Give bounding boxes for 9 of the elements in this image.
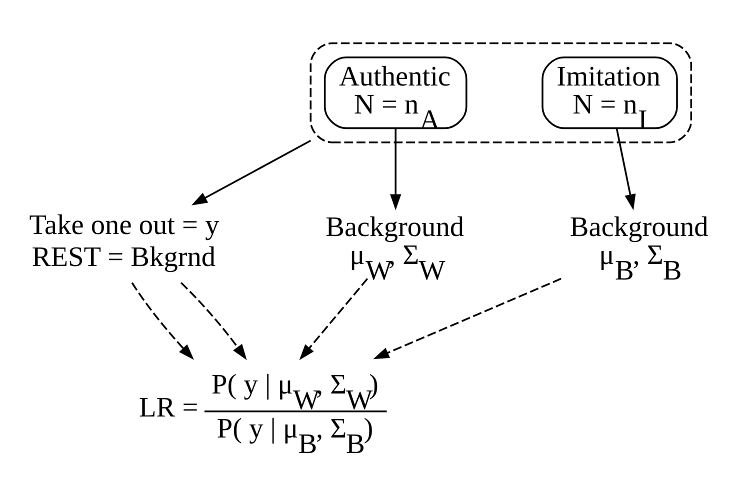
cluster [310, 42, 692, 144]
arrow [299, 278, 368, 360]
arrow [180, 282, 247, 360]
arrow [373, 278, 562, 360]
arrow [390, 128, 402, 210]
node-text: Take one out = y REST = Bkgrnd [29, 210, 220, 273]
arrow [616, 128, 636, 210]
arrow [131, 282, 194, 360]
arrow [191, 140, 312, 206]
